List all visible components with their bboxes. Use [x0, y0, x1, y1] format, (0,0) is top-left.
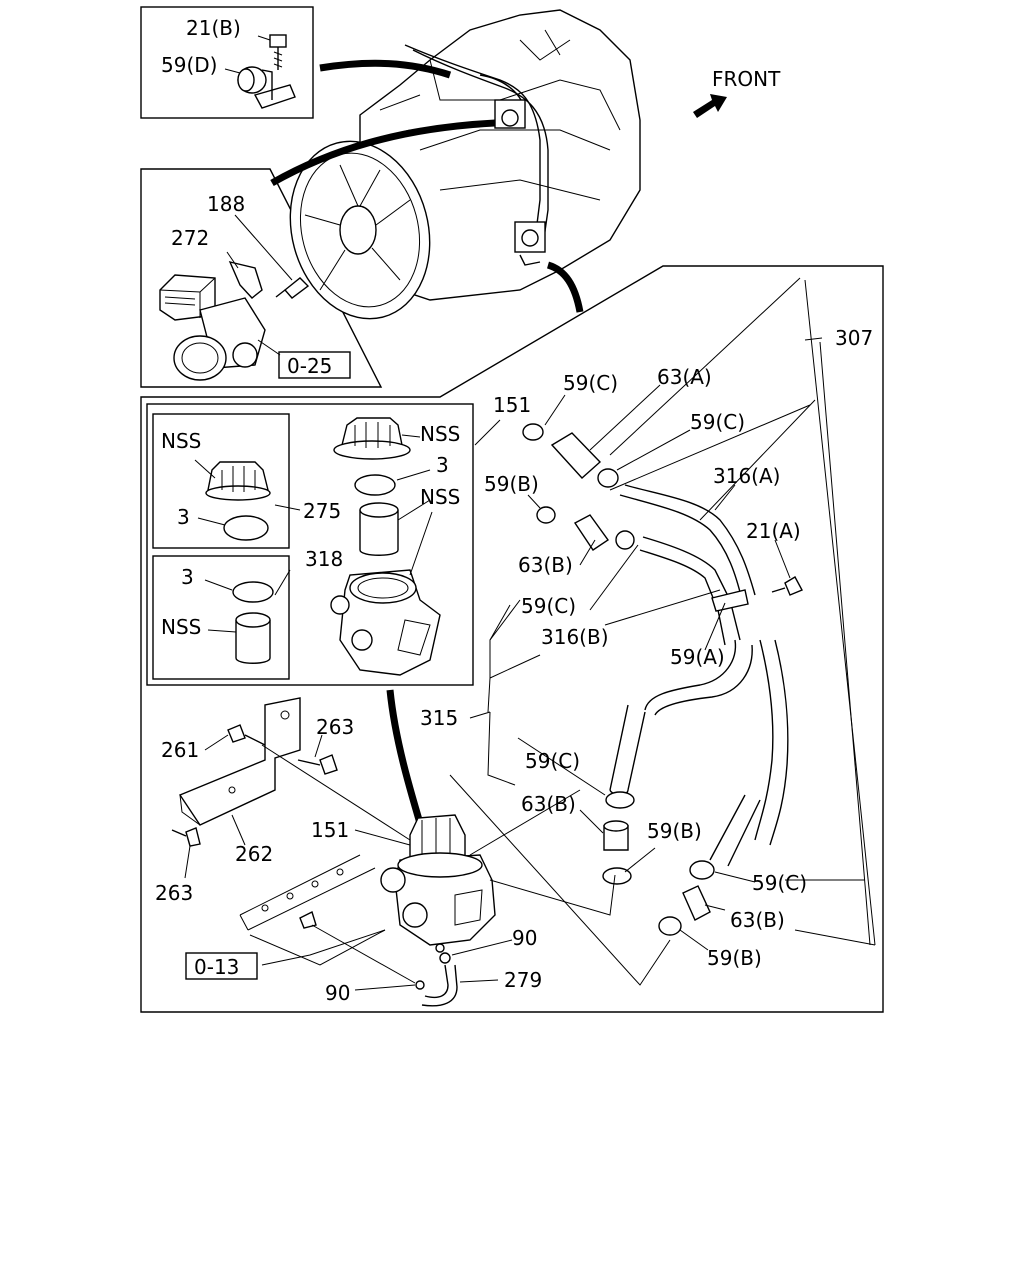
callout-151-top: 151 — [493, 393, 531, 417]
callout-318: 318 — [305, 547, 343, 571]
hose-bracket-icon — [711, 589, 749, 612]
callout-nss-4: NSS — [420, 485, 460, 509]
bolt-icon — [771, 576, 803, 596]
filter-element-icon — [359, 502, 399, 556]
callout-59b-3: 59(B) — [707, 946, 762, 970]
callout-90-2: 90 — [325, 981, 350, 1005]
hose-connector-icon — [550, 432, 602, 479]
callout-63b-3: 63(B) — [730, 908, 785, 932]
callout-3-2: 3 — [181, 565, 194, 589]
hose-279-icon — [415, 952, 458, 1007]
callout-59c-2: 59(C) — [690, 410, 745, 434]
hose-clamp-icon — [597, 468, 619, 488]
callout-59c-4: 59(C) — [525, 749, 580, 773]
valve-assembly-icon — [380, 814, 496, 953]
hose-316b-icon — [639, 536, 741, 646]
hose-315-icon — [609, 639, 753, 796]
hose-clamp-icon — [605, 791, 635, 809]
callout-63a: 63(A) — [657, 365, 712, 389]
hose-clamp-icon — [689, 860, 715, 880]
hose-clamp-icon — [615, 530, 635, 550]
valve-cap-icon — [205, 461, 271, 501]
detail-box-actuator — [140, 168, 383, 388]
callout-272: 272 — [171, 226, 209, 250]
frame-rail-icon — [239, 854, 386, 966]
callout-nss-2: NSS — [161, 615, 201, 639]
callout-63b-2: 63(B) — [521, 792, 576, 816]
callout-3-1: 3 — [177, 505, 190, 529]
detail-box-bolt-clamp — [140, 6, 314, 119]
inset-box-318 — [152, 555, 290, 680]
callout-21b: 21(B) — [186, 16, 241, 40]
bolt-icon — [171, 827, 201, 847]
callout-3-3: 3 — [436, 453, 449, 477]
bolt-icon — [275, 277, 310, 299]
hose-connector-icon — [573, 514, 609, 551]
callout-21a: 21(A) — [746, 519, 801, 543]
hose-clamp-icon — [522, 423, 544, 441]
callout-59c-3: 59(C) — [521, 594, 576, 618]
main-frame — [140, 265, 884, 1013]
bracket-262-icon — [178, 697, 301, 826]
hose-315-right-icon — [709, 639, 789, 867]
callout-263-1: 263 — [316, 715, 354, 739]
valve-cap-icon — [333, 417, 411, 460]
callout-279: 279 — [504, 968, 542, 992]
engine-illustration — [289, 9, 641, 320]
inset-frame-valve-parts — [146, 403, 474, 686]
actuator-assembly-icon — [159, 260, 266, 381]
inset-box-275 — [152, 413, 290, 549]
bolt-icon — [269, 34, 287, 70]
valve-body-icon — [330, 569, 441, 676]
hose-clamp-icon — [658, 916, 682, 936]
bolt-icon — [227, 724, 266, 746]
callout-59d: 59(D) — [161, 53, 217, 77]
callout-275: 275 — [303, 499, 341, 523]
hose-connector-icon — [603, 820, 629, 851]
callout-307: 307 — [835, 326, 873, 350]
hose-316a-icon — [619, 484, 756, 601]
callout-59c-1: 59(C) — [563, 371, 618, 395]
callout-59b-1: 59(B) — [484, 472, 539, 496]
callout-90-1: 90 — [512, 926, 537, 950]
callout-263-2: 263 — [155, 881, 193, 905]
page-ref-box-lower — [185, 952, 258, 980]
front-arrow-icon — [693, 94, 727, 118]
hose-clamp-icon — [536, 506, 556, 524]
callout-315: 315 — [420, 706, 458, 730]
page-ref-box-upper — [278, 351, 351, 379]
filter-element-icon — [235, 612, 271, 664]
callout-316b: 316(B) — [541, 625, 609, 649]
hose-clamp-icon — [602, 867, 632, 885]
hose-connector-icon — [682, 885, 711, 921]
page-ref-upper: 0-25 — [287, 354, 332, 378]
callout-nss-1: NSS — [161, 429, 201, 453]
callout-261: 261 — [161, 738, 199, 762]
page-ref-lower: 0-13 — [194, 955, 239, 979]
callout-59c-5: 59(C) — [752, 871, 807, 895]
front-direction-label: FRONT — [712, 67, 781, 91]
callout-151-low: 151 — [311, 818, 349, 842]
callout-59b-2: 59(B) — [647, 819, 702, 843]
callout-63b-1: 63(B) — [518, 553, 573, 577]
callout-59a: 59(A) — [670, 645, 725, 669]
callout-188: 188 — [207, 192, 245, 216]
o-ring-icon — [354, 474, 396, 496]
clamp-bracket-icon — [237, 66, 296, 109]
bolt-icon — [297, 754, 338, 775]
callout-316a: 316(A) — [713, 464, 780, 488]
bolt-icon — [299, 911, 317, 929]
o-ring-icon — [232, 581, 274, 603]
o-ring-icon — [223, 515, 269, 541]
callout-262: 262 — [235, 842, 273, 866]
callout-nss-3: NSS — [420, 422, 460, 446]
